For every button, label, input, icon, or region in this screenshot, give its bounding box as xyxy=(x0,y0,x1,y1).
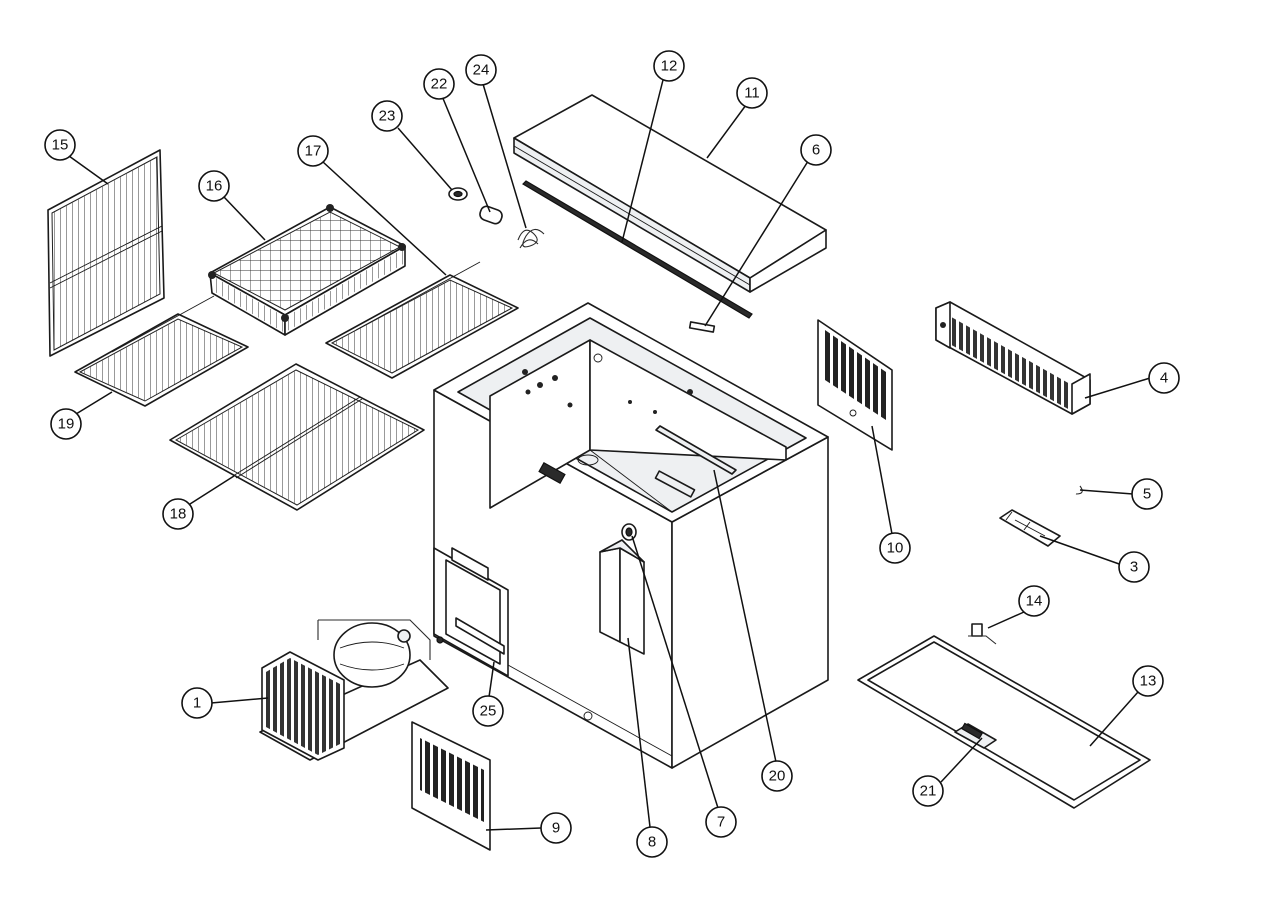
hinge-pin-part xyxy=(688,321,716,333)
callout-3-label: 3 xyxy=(1130,559,1138,576)
shelf-17-part xyxy=(325,261,519,379)
callout-3: 3 xyxy=(1118,551,1150,583)
callout-14: 14 xyxy=(1018,585,1050,617)
handle-part xyxy=(954,722,997,749)
callout-19: 19 xyxy=(50,408,82,440)
callout-17-label: 17 xyxy=(305,143,322,160)
callout-15: 15 xyxy=(44,129,76,161)
callout-6: 6 xyxy=(800,134,832,166)
door-panel-part xyxy=(857,635,1151,809)
callout-7-label: 7 xyxy=(717,814,725,831)
callout-1: 1 xyxy=(181,687,213,719)
callout-4: 4 xyxy=(1148,362,1180,394)
callout-18: 18 xyxy=(162,498,194,530)
callout-17: 17 xyxy=(297,135,329,167)
cabinet-body xyxy=(433,302,829,769)
callout-10: 10 xyxy=(879,532,911,564)
grill-right-part xyxy=(817,319,893,451)
callout-15-label: 15 xyxy=(52,137,69,154)
callout-16: 16 xyxy=(198,170,230,202)
callout-23-label: 23 xyxy=(379,108,396,125)
clamp-part xyxy=(448,187,468,201)
callout-5-label: 5 xyxy=(1143,486,1151,503)
callout-23: 23 xyxy=(371,100,403,132)
shelf-18-part xyxy=(169,363,425,511)
spring-part xyxy=(517,228,545,249)
callout-20: 20 xyxy=(761,760,793,792)
callout-12-label: 12 xyxy=(661,58,678,75)
callout-8: 8 xyxy=(636,826,668,858)
callout-13: 13 xyxy=(1132,665,1164,697)
callout-7: 7 xyxy=(705,806,737,838)
callout-21: 21 xyxy=(912,775,944,807)
knob-part xyxy=(621,523,637,541)
callout-13-label: 13 xyxy=(1140,673,1157,690)
wire-basket-part xyxy=(208,204,406,336)
condensing-unit-part xyxy=(259,619,449,761)
callout-19-label: 19 xyxy=(58,416,75,433)
callout-9-label: 9 xyxy=(552,820,560,837)
callout-25-label: 25 xyxy=(480,703,497,720)
callout-24: 24 xyxy=(465,54,497,86)
callout-4-label: 4 xyxy=(1160,370,1168,387)
gasket-strip-part xyxy=(522,180,753,319)
callout-21-label: 21 xyxy=(920,783,937,800)
latch-part xyxy=(968,623,997,645)
callout-9: 9 xyxy=(540,812,572,844)
callout-14-label: 14 xyxy=(1026,593,1043,610)
grill-lower-part xyxy=(411,721,491,851)
callout-1-label: 1 xyxy=(193,695,201,712)
callout-11-label: 11 xyxy=(744,85,760,102)
shelf-19-part xyxy=(74,295,249,407)
lid-part xyxy=(513,94,827,293)
callout-11: 11 xyxy=(736,77,768,109)
sleeve-part xyxy=(479,205,503,225)
callout-25: 25 xyxy=(472,695,504,727)
callout-10-label: 10 xyxy=(887,540,904,557)
rack-vertical-part xyxy=(47,149,165,357)
leader-lines xyxy=(68,79,1151,831)
tube-part xyxy=(954,400,1083,495)
callout-16-label: 16 xyxy=(206,178,223,195)
callout-18-label: 18 xyxy=(170,506,187,523)
callout-24-label: 24 xyxy=(473,62,490,79)
control-box-part xyxy=(599,539,645,655)
callout-6-label: 6 xyxy=(812,142,820,159)
callout-5: 5 xyxy=(1131,478,1163,510)
callout-12: 12 xyxy=(653,50,685,82)
callout-8-label: 8 xyxy=(648,834,656,851)
callout-22: 22 xyxy=(423,68,455,100)
evaporator-part xyxy=(935,301,1091,415)
callout-22-label: 22 xyxy=(431,76,448,93)
callout-20-label: 20 xyxy=(769,768,786,785)
